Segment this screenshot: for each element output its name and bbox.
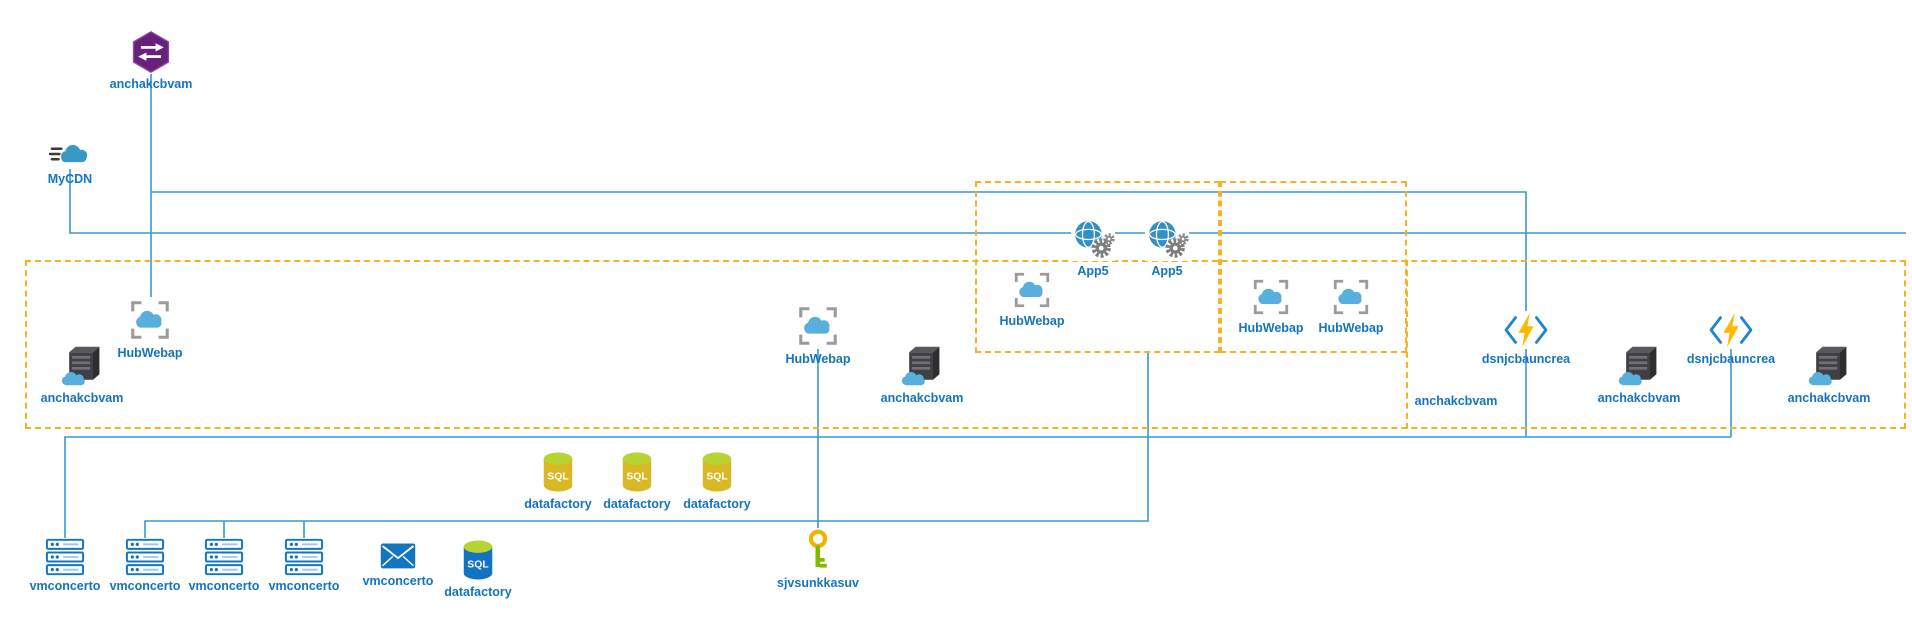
node-label: HubWebap [1318, 321, 1384, 335]
key-icon [803, 528, 833, 573]
node-label: dsnjcbauncrea [1481, 352, 1571, 366]
node-webapp-zone-b-1: HubWebap [1211, 276, 1331, 335]
node-label: vmconcerto [109, 579, 181, 593]
node-label: datafactory [683, 497, 751, 511]
connector-apps-vms [144, 353, 1149, 538]
node-label: anchakcbvam [109, 77, 193, 91]
vm-stack-icon [45, 538, 85, 576]
server-cloud-icon [900, 344, 944, 388]
node-vm-3: vmconcerto [164, 538, 284, 593]
node-label: MyCDN [47, 172, 93, 186]
node-server-right-1: anchakcbvam [1579, 344, 1699, 405]
node-mail: vmconcerto [338, 540, 458, 588]
node-label: vmconcerto [268, 579, 340, 593]
server-cloud-icon [60, 344, 104, 388]
node-server-mid: anchakcbvam [862, 344, 982, 405]
sql-database-icon [618, 450, 656, 494]
node-keyvault: sjvsunkkasuv [758, 528, 878, 590]
node-server-right-2: anchakcbvam [1769, 344, 1889, 405]
node-label: anchakcbvam [1597, 391, 1681, 405]
node-label: HubWebap [1238, 321, 1304, 335]
web-app-gears-icon [1145, 217, 1189, 261]
node-label: anchakcbvam [1787, 391, 1871, 405]
node-label: datafactory [603, 497, 671, 511]
node-webapp-zone-b-2: HubWebap [1291, 276, 1411, 335]
node-vm-2: vmconcerto [85, 538, 205, 593]
node-label: HubWebap [999, 314, 1065, 328]
node-label: App5 [1077, 264, 1109, 278]
node-sql-3: datafactory [657, 450, 777, 511]
server-cloud-icon [1807, 344, 1851, 388]
app-service-icon [127, 297, 173, 343]
node-label: datafactory [524, 497, 592, 511]
app-service-icon [1011, 269, 1053, 311]
app-service-icon [795, 303, 841, 349]
node-webapp-left: HubWebap [90, 297, 210, 360]
connector-bottom-bus [64, 436, 1731, 538]
web-app-gears-icon [1071, 217, 1115, 261]
connector-cdn-bus [69, 169, 1906, 234]
node-function-2: dsnjcbauncrea [1671, 311, 1791, 366]
node-cdn: MyCDN [10, 140, 130, 186]
function-app-icon [1708, 311, 1754, 349]
app-service-icon [1250, 276, 1292, 318]
node-function-1: dsnjcbauncrea [1466, 311, 1586, 366]
node-vnet: anchakcbvam [91, 30, 211, 91]
node-label: anchakcbvam [880, 391, 964, 405]
function-app-icon [1503, 311, 1549, 349]
virtual-network-icon [129, 30, 173, 74]
node-label: App5 [1151, 264, 1183, 278]
node-sql-blue: datafactory [418, 538, 538, 599]
vm-stack-icon [125, 538, 165, 576]
node-label: sjvsunkkasuv [777, 576, 859, 590]
node-app5-2: App5 [1107, 217, 1227, 278]
vm-stack-icon [284, 538, 324, 576]
node-right-zone-label: anchakcbvam [1396, 391, 1516, 408]
cdn-profile-icon [49, 140, 91, 169]
node-label: vmconcerto [188, 579, 260, 593]
node-label: HubWebap [117, 346, 183, 360]
envelope-icon [379, 540, 417, 571]
node-label: vmconcerto [362, 574, 434, 588]
zone-main-boundary [25, 260, 1906, 429]
node-app5-1: App5 [1033, 217, 1153, 278]
node-vm-4: vmconcerto [244, 538, 364, 593]
node-label: anchakcbvam [40, 391, 124, 405]
sql-database-blue-icon [459, 538, 497, 582]
sql-database-icon [539, 450, 577, 494]
node-label: datafactory [444, 585, 512, 599]
node-webapp-zone-a: HubWebap [972, 269, 1092, 328]
node-server-left: anchakcbvam [22, 344, 142, 405]
node-label: anchakcbvam [1414, 394, 1498, 408]
node-label: vmconcerto [29, 579, 101, 593]
connector-top-to-function1 [151, 191, 1527, 437]
node-label: dsnjcbauncrea [1686, 352, 1776, 366]
zone-right-divider [1406, 260, 1408, 429]
sql-database-icon [698, 450, 736, 494]
server-cloud-icon [1617, 344, 1661, 388]
node-webapp-mid: HubWebap [758, 303, 878, 366]
node-sql-1: datafactory [498, 450, 618, 511]
vm-stack-icon [204, 538, 244, 576]
node-vm-1: vmconcerto [5, 538, 125, 593]
node-sql-2: datafactory [577, 450, 697, 511]
zone-apps-boundary [975, 181, 1220, 353]
node-label: HubWebap [785, 352, 851, 366]
app-service-icon [1330, 276, 1372, 318]
